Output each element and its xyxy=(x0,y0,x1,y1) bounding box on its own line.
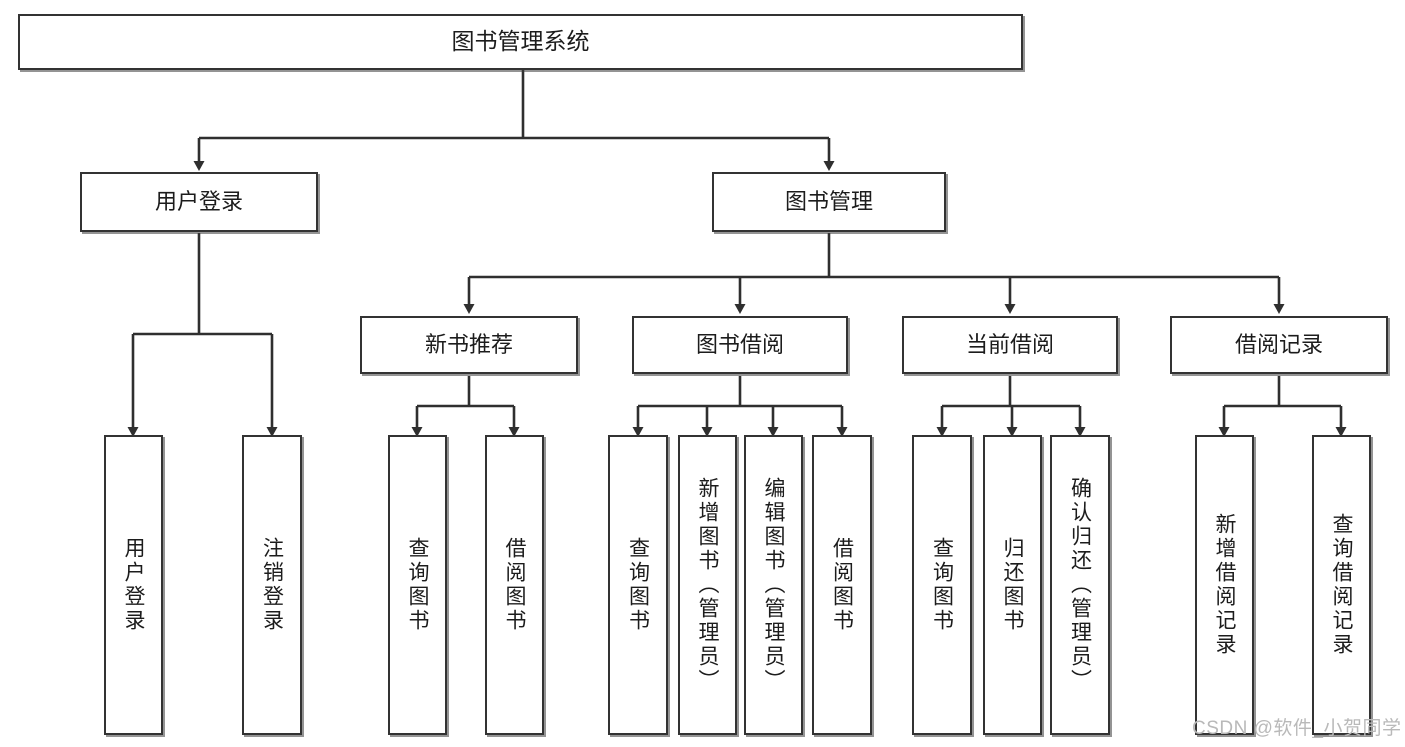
node-leaf-query-book-1[interactable]: 查询图书 xyxy=(388,435,447,735)
node-leaf-borrow-book-2[interactable]: 借阅图书 xyxy=(812,435,872,735)
node-leaf-confirm-return[interactable]: 确认归还（管理员） xyxy=(1050,435,1110,735)
node-current-borrow[interactable]: 当前借阅 xyxy=(902,316,1118,374)
node-label: 注销登录 xyxy=(260,537,284,633)
node-label: 用户登录 xyxy=(154,189,243,215)
node-label: 图书管理系统 xyxy=(451,28,590,55)
node-label: 图书借阅 xyxy=(695,332,784,358)
node-label: 借阅图书 xyxy=(830,537,854,633)
node-user-login[interactable]: 用户登录 xyxy=(80,172,318,232)
node-leaf-query-borrow-record[interactable]: 查询借阅记录 xyxy=(1312,435,1371,735)
node-label: 借阅记录 xyxy=(1234,332,1323,358)
node-label: 新增借阅记录 xyxy=(1213,513,1236,657)
node-label: 查询图书 xyxy=(930,537,954,633)
node-leaf-query-book-3[interactable]: 查询图书 xyxy=(912,435,972,735)
node-label: 图书管理 xyxy=(784,189,873,215)
node-root-book-management-system[interactable]: 图书管理系统 xyxy=(18,14,1023,70)
node-book-borrow[interactable]: 图书借阅 xyxy=(632,316,848,374)
node-label: 归还图书 xyxy=(1001,537,1024,633)
node-label: 查询借阅记录 xyxy=(1330,513,1353,657)
node-leaf-edit-book[interactable]: 编辑图书（管理员） xyxy=(744,435,803,735)
node-borrow-record[interactable]: 借阅记录 xyxy=(1170,316,1388,374)
node-leaf-user-login[interactable]: 用户登录 xyxy=(104,435,163,735)
node-label: 借阅图书 xyxy=(503,537,526,633)
node-label: 确认归还（管理员） xyxy=(1068,477,1092,693)
node-label: 新书推荐 xyxy=(424,332,513,358)
node-leaf-logout-login[interactable]: 注销登录 xyxy=(242,435,302,735)
watermark: CSDN @软件_小贺同学 xyxy=(1192,718,1402,739)
node-leaf-query-book-2[interactable]: 查询图书 xyxy=(608,435,668,735)
node-label: 查询图书 xyxy=(626,537,650,633)
node-label: 编辑图书（管理员） xyxy=(762,477,785,693)
node-leaf-return-book[interactable]: 归还图书 xyxy=(983,435,1042,735)
node-label: 查询图书 xyxy=(406,537,429,633)
node-label: 当前借阅 xyxy=(965,332,1054,358)
node-label: 新增图书（管理员） xyxy=(696,477,719,693)
node-label: 用户登录 xyxy=(122,537,145,633)
node-leaf-add-borrow-record[interactable]: 新增借阅记录 xyxy=(1195,435,1254,735)
node-leaf-add-book[interactable]: 新增图书（管理员） xyxy=(678,435,737,735)
node-book-management[interactable]: 图书管理 xyxy=(712,172,946,232)
node-leaf-borrow-book-1[interactable]: 借阅图书 xyxy=(485,435,544,735)
node-new-book-recommend[interactable]: 新书推荐 xyxy=(360,316,578,374)
